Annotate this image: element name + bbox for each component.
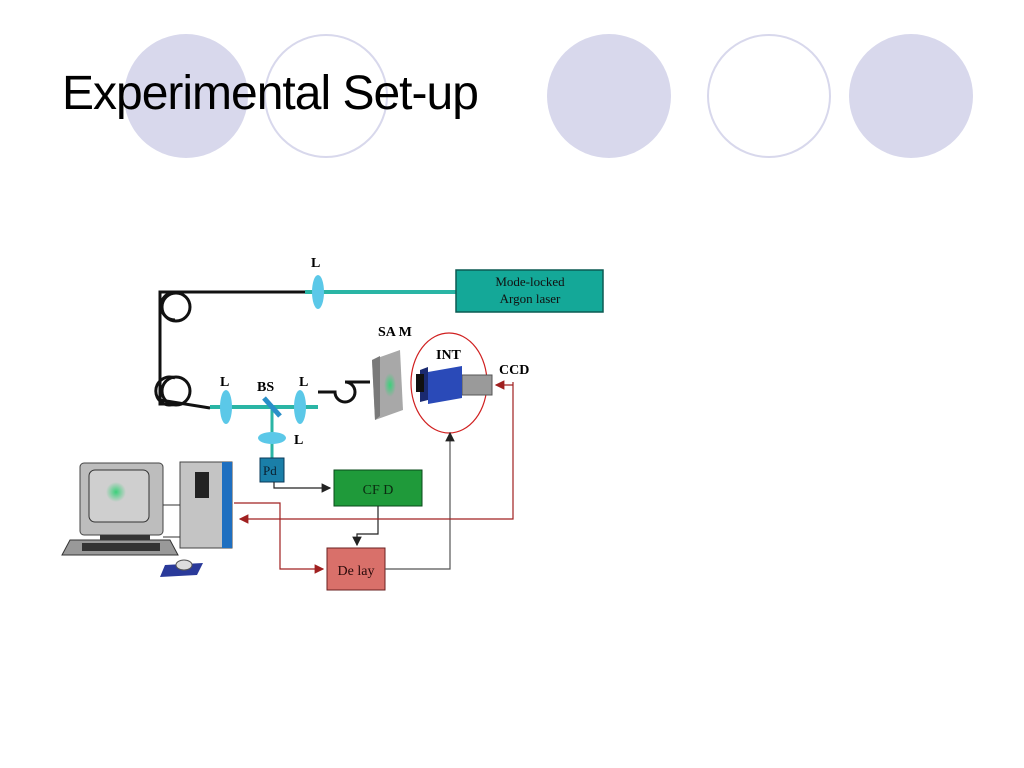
cfd-to-delay-line	[352, 506, 379, 547]
computer-to-delay-line	[234, 502, 325, 574]
sample-sam	[372, 350, 403, 420]
decorative-ring	[707, 34, 831, 158]
photodiode-label: Pd	[263, 463, 277, 478]
lens-down-label: L	[294, 433, 303, 448]
lens-top-label: L	[311, 256, 320, 271]
lens-top	[312, 275, 324, 309]
sam-label: SA M	[378, 325, 412, 340]
ccd-camera-icon	[416, 366, 493, 404]
lens-right-label: L	[299, 375, 308, 390]
cfd-box	[333, 469, 423, 507]
delay-box	[326, 547, 386, 591]
laser-label-line1: Mode-locked	[495, 274, 565, 289]
beam-splitter-label: BS	[257, 380, 274, 395]
slide-title: Experimental Set-up	[62, 67, 479, 120]
delay-to-int-line	[385, 431, 455, 570]
cfd-label: CF D	[363, 483, 394, 498]
computer-icon	[61, 461, 233, 577]
ccd-to-computer-line	[238, 382, 514, 524]
ccd-label: CCD	[499, 363, 529, 378]
pd-to-cfd-line	[273, 482, 332, 493]
lens-down	[258, 432, 286, 444]
laser-label-line2: Argon laser	[500, 291, 561, 306]
optical-fiber	[154, 290, 370, 410]
lens-left-label: L	[220, 375, 229, 390]
decorative-circle	[124, 34, 248, 158]
decorative-circle	[849, 34, 973, 158]
lens-right	[294, 390, 306, 424]
delay-label: De lay	[338, 564, 375, 579]
lens-left	[220, 390, 232, 424]
photodiode-box	[259, 457, 285, 483]
decorative-ring	[264, 34, 388, 158]
beam-splitter	[262, 396, 282, 418]
argon-laser-box	[455, 269, 604, 313]
int-label: INT	[436, 348, 462, 363]
decorative-circle	[547, 34, 671, 158]
